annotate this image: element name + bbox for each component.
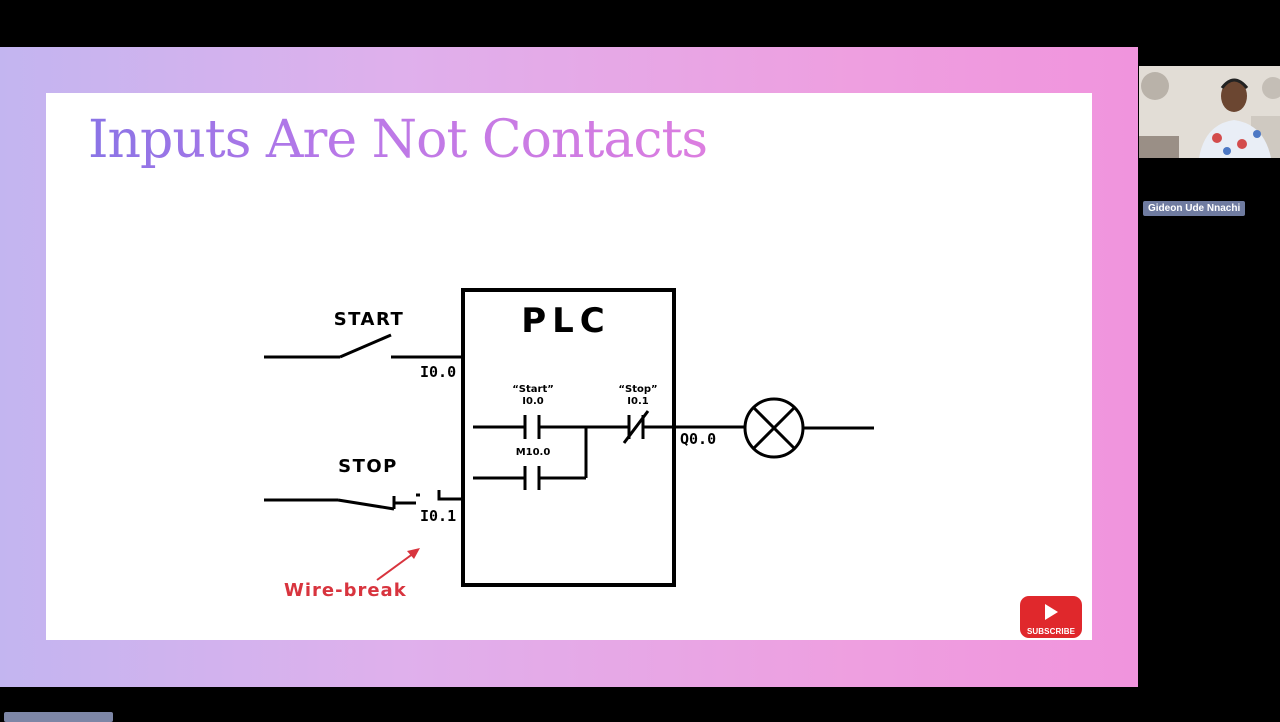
contact-stop-name: “Stop”	[618, 384, 657, 395]
contact-start-address: I0.0	[522, 396, 543, 407]
seal-in-contact-address: M10.0	[516, 447, 551, 458]
plc-label: PLC	[521, 301, 611, 341]
contact-start-name: “Start”	[512, 384, 554, 395]
wire-break-label: Wire-break	[284, 580, 407, 601]
stop-terminal-label: I0.1	[420, 507, 456, 525]
start-switch	[264, 333, 463, 359]
plc-wiring-diagram: PLC START I0.0 STOP I0.1	[264, 288, 874, 601]
wire-break-arrow	[376, 548, 420, 581]
participant-name-tag: Gideon Ude Nnachi	[1143, 201, 1246, 216]
start-switch-label: START	[334, 309, 405, 330]
play-icon	[1045, 604, 1058, 620]
screen-share-area: Inputs Are Not Contacts PLC START I0.0	[0, 47, 1138, 687]
participant-video-tile[interactable]	[1139, 66, 1280, 158]
stop-switch-label: STOP	[338, 456, 398, 477]
ladder-rungs	[473, 410, 746, 490]
slide-title: Inputs Are Not Contacts	[88, 107, 708, 175]
presentation-slide: Inputs Are Not Contacts PLC START I0.0	[46, 93, 1092, 640]
self-name-tag	[4, 712, 113, 722]
start-terminal-label: I0.0	[420, 363, 456, 381]
subscribe-label: SUBSCRIBE	[1026, 627, 1076, 636]
stop-switch	[264, 490, 463, 511]
lamp-icon	[743, 397, 874, 459]
subscribe-button[interactable]: SUBSCRIBE	[1020, 596, 1082, 638]
participant-video-image	[1139, 66, 1280, 158]
output-terminal-label: Q0.0	[680, 430, 716, 448]
contact-stop-address: I0.1	[627, 396, 648, 407]
plc-box	[461, 288, 676, 587]
